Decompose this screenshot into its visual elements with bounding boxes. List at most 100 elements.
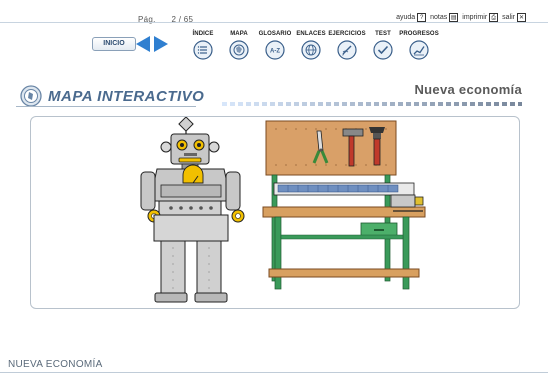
decorative-dot bbox=[470, 102, 475, 106]
decorative-dot bbox=[478, 102, 483, 106]
vise-icon[interactable] bbox=[390, 194, 424, 212]
tool-icon[interactable] bbox=[369, 127, 385, 166]
decorative-dot bbox=[398, 102, 403, 106]
print-label: imprimir bbox=[462, 14, 488, 21]
progress-icon bbox=[409, 40, 429, 60]
decorative-dot bbox=[286, 102, 291, 106]
decorative-dot bbox=[494, 102, 499, 106]
page-current: 2 bbox=[171, 15, 177, 24]
title-underline bbox=[16, 106, 196, 107]
menu-item-test[interactable]: TEST bbox=[368, 31, 398, 60]
decorative-dot bbox=[366, 102, 371, 106]
footer: NUEVA ECONOMÍA bbox=[0, 352, 548, 374]
decorative-dot bbox=[502, 102, 507, 106]
decorative-dot bbox=[510, 102, 515, 106]
menu-item-progresos[interactable]: PROGRESOS bbox=[399, 31, 439, 60]
menu-label: TEST bbox=[375, 31, 391, 37]
section-title: Nueva economía bbox=[414, 82, 522, 97]
decorative-dot bbox=[278, 102, 283, 106]
top-divider bbox=[0, 22, 548, 23]
mapa-interactivo-title: MAPA INTERACTIVO bbox=[48, 88, 205, 105]
decorative-dot bbox=[318, 102, 323, 106]
arrow-left-icon[interactable] bbox=[134, 35, 152, 53]
notes-icon: ▤ bbox=[449, 13, 459, 22]
workbench-illustration[interactable] bbox=[262, 120, 426, 290]
menu-label: ÍNDICE bbox=[192, 31, 214, 37]
decorative-dot bbox=[350, 102, 355, 106]
notes-label: notas bbox=[430, 14, 448, 21]
help-label: ayuda bbox=[396, 14, 416, 21]
menu-label: ENLACES bbox=[296, 31, 326, 37]
decorative-dot bbox=[326, 102, 331, 106]
menu-item-enlaces[interactable]: ENLACES bbox=[296, 31, 326, 60]
utility-tools: ayuda ? notas ▤ imprimir ⎙ salir ✕ bbox=[396, 13, 526, 22]
decorative-dot bbox=[438, 102, 443, 106]
menu-label: MAPA bbox=[230, 31, 248, 37]
decorative-dot bbox=[462, 102, 467, 106]
notes-button[interactable]: notas ▤ bbox=[430, 13, 459, 22]
pliers-icon[interactable] bbox=[312, 130, 329, 164]
decorative-dot bbox=[230, 102, 235, 106]
svg-text:A-Z: A-Z bbox=[270, 49, 280, 55]
decorative-dot bbox=[390, 102, 395, 106]
page-total: 65 bbox=[183, 15, 194, 24]
mapa-interactivo-icon bbox=[20, 85, 42, 107]
close-icon: ✕ bbox=[517, 13, 526, 22]
decorative-dot bbox=[270, 102, 275, 106]
decorative-dot bbox=[414, 102, 419, 106]
decorative-dot bbox=[246, 102, 251, 106]
az-icon: A-Z bbox=[265, 40, 285, 60]
help-button[interactable]: ayuda ? bbox=[396, 13, 427, 22]
decorative-dot bbox=[454, 102, 459, 106]
page-label: Pág. bbox=[138, 15, 156, 24]
print-icon: ⎙ bbox=[489, 13, 499, 22]
menu-item-ejercicios[interactable]: EJERCICIOS bbox=[328, 31, 366, 60]
decorative-dot bbox=[406, 102, 411, 106]
check-icon bbox=[373, 40, 393, 60]
decorative-dot bbox=[486, 102, 491, 106]
help-icon: ? bbox=[417, 13, 427, 22]
exit-label: salir bbox=[502, 14, 515, 21]
menu-item-mapa[interactable]: MAPA bbox=[224, 31, 254, 60]
title-row: MAPA INTERACTIVO Nueva economía bbox=[0, 82, 548, 112]
footer-divider bbox=[0, 372, 548, 373]
page-indicator: Pág. 2 / 65 bbox=[138, 15, 193, 24]
decorative-dot bbox=[222, 102, 227, 106]
decorative-dot bbox=[358, 102, 363, 106]
exit-button[interactable]: salir ✕ bbox=[502, 13, 526, 22]
decorative-dot bbox=[422, 102, 427, 106]
link-icon bbox=[301, 40, 321, 60]
menu-label: PROGRESOS bbox=[399, 31, 439, 37]
decorative-dots bbox=[222, 102, 522, 106]
decorative-dot bbox=[342, 102, 347, 106]
decorative-dot bbox=[382, 102, 387, 106]
footer-title: NUEVA ECONOMÍA bbox=[8, 359, 103, 370]
decorative-dot bbox=[310, 102, 315, 106]
decorative-dot bbox=[254, 102, 259, 106]
interactive-stage bbox=[30, 116, 520, 309]
hammer-icon[interactable] bbox=[342, 128, 364, 167]
arrow-right-icon[interactable] bbox=[152, 35, 170, 53]
robot-illustration[interactable] bbox=[140, 117, 245, 303]
exercise-icon bbox=[337, 40, 357, 60]
decorative-dot bbox=[294, 102, 299, 106]
inicio-button[interactable]: INICIO bbox=[92, 37, 136, 51]
decorative-dot bbox=[374, 102, 379, 106]
top-toolbar: Pág. 2 / 65 ayuda ? notas ▤ imprimir ⎙ s… bbox=[0, 0, 548, 64]
decorative-dot bbox=[518, 102, 522, 106]
decorative-dot bbox=[334, 102, 339, 106]
decorative-dot bbox=[238, 102, 243, 106]
decorative-dot bbox=[302, 102, 307, 106]
menu-item-glosario[interactable]: GLOSARIO A-Z bbox=[259, 31, 291, 60]
menu-label: EJERCICIOS bbox=[328, 31, 366, 37]
decorative-dot bbox=[430, 102, 435, 106]
page-separator: / bbox=[178, 15, 182, 24]
map-icon bbox=[229, 40, 249, 60]
main-menu: ÍNDICE MAPA GLOSARIO bbox=[188, 31, 439, 60]
decorative-dot bbox=[262, 102, 267, 106]
decorative-dot bbox=[446, 102, 451, 106]
print-button[interactable]: imprimir ⎙ bbox=[462, 13, 499, 22]
stage-illustration bbox=[140, 117, 426, 303]
menu-item-indice[interactable]: ÍNDICE bbox=[188, 31, 218, 60]
